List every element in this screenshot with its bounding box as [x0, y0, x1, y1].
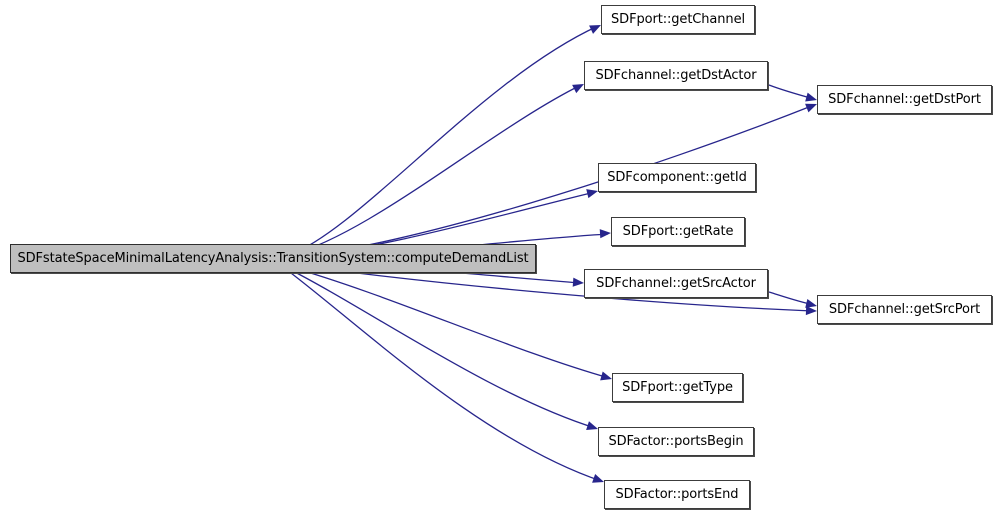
graph-edge-getDstActor-to-getDstPort [768, 84, 815, 100]
graph-node-label: SDFport::getType [622, 380, 733, 395]
graph-node-label: SDFport::getChannel [611, 12, 745, 27]
graph-node-root[interactable]: SDFstateSpaceMinimalLatencyAnalysis::Tra… [10, 244, 536, 273]
graph-node-label: SDFactor::portsEnd [615, 487, 739, 502]
graph-node-get-dst-port[interactable]: SDFchannel::getDstPort [817, 85, 992, 114]
graph-edge-root-to-getDstActor [286, 84, 582, 257]
graph-edge-getSrcActor-to-getSrcPort [768, 291, 815, 306]
graph-node-get-type[interactable]: SDFport::getType [612, 373, 743, 402]
graph-node-label: SDFport::getRate [622, 224, 734, 239]
graph-edge-root-to-portsEnd [286, 269, 602, 482]
graph-node-label: SDFchannel::getDstPort [828, 92, 981, 107]
graph-node-label: SDFchannel::getSrcActor [596, 276, 756, 291]
graph-node-get-channel[interactable]: SDFport::getChannel [601, 5, 755, 34]
graph-node-get-rate[interactable]: SDFport::getRate [611, 217, 745, 246]
graph-node-label: SDFstateSpaceMinimalLatencyAnalysis::Tra… [17, 251, 529, 266]
graph-node-get-src-actor[interactable]: SDFchannel::getSrcActor [584, 269, 768, 298]
graph-edge-root-to-portsBegin [286, 267, 596, 429]
graph-edge-arrowhead-icon [572, 277, 584, 287]
graph-edge-root-to-getChannel [286, 25, 599, 257]
graph-node-label: SDFchannel::getSrcPort [828, 302, 981, 317]
graph-node-ports-begin[interactable]: SDFactor::portsBegin [598, 427, 754, 456]
graph-node-get-id[interactable]: SDFcomponent::getId [598, 163, 756, 192]
graph-edge-arrowhead-icon [599, 229, 611, 239]
graph-node-label: SDFcomponent::getId [607, 170, 747, 185]
graph-edge-arrowhead-icon [805, 305, 817, 316]
graph-node-label: SDFactor::portsBegin [608, 434, 744, 449]
graph-node-ports-end[interactable]: SDFactor::portsEnd [604, 480, 750, 509]
graph-edge-root-to-getType [286, 265, 610, 379]
graph-node-label: SDFchannel::getDstActor [595, 68, 757, 83]
graph-node-get-dst-actor[interactable]: SDFchannel::getDstActor [584, 61, 768, 90]
graph-node-get-src-port[interactable]: SDFchannel::getSrcPort [817, 295, 992, 324]
